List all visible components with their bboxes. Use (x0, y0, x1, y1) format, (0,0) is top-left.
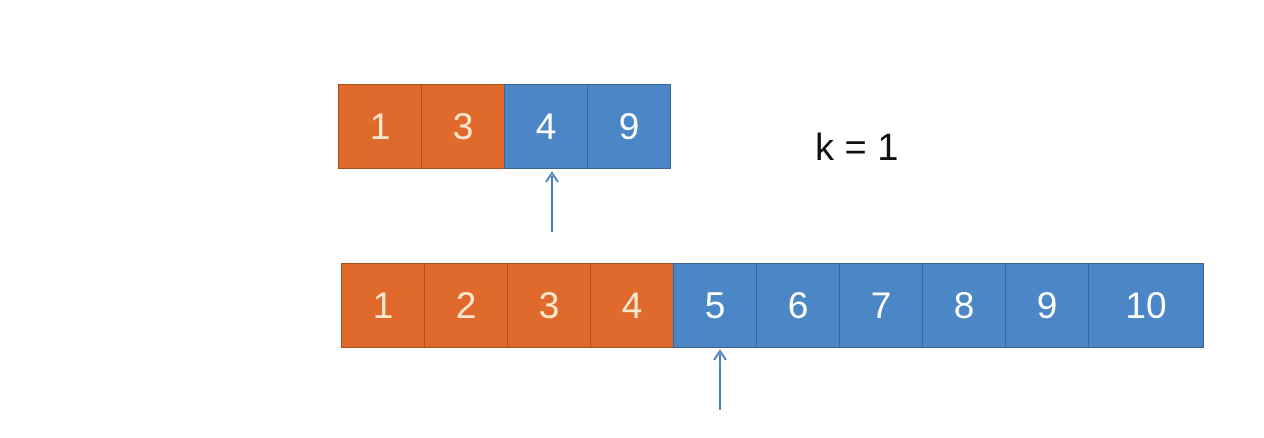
bottom-array-cell: 8 (922, 263, 1006, 348)
bottom-array-cell: 6 (756, 263, 840, 348)
bottom-array-cell: 5 (673, 263, 757, 348)
top-array-cell: 4 (504, 84, 588, 169)
top-pointer-arrow-icon (545, 171, 559, 232)
top-array-cell: 9 (587, 84, 671, 169)
bottom-array-cell: 1 (341, 263, 425, 348)
bottom-array-cell: 4 (590, 263, 674, 348)
bottom-array-cell: 9 (1005, 263, 1089, 348)
bottom-pointer-arrow-icon (713, 349, 727, 410)
bottom-array-cell: 7 (839, 263, 923, 348)
bottom-array-cell: 10 (1088, 263, 1204, 348)
top-array-cell: 3 (421, 84, 505, 169)
top-array: 1 3 4 9 (338, 84, 671, 169)
bottom-array-cell: 3 (507, 263, 591, 348)
top-array-cell: 1 (338, 84, 422, 169)
bottom-array-cell: 2 (424, 263, 508, 348)
bottom-array: 1 2 3 4 5 6 7 8 9 10 (341, 263, 1204, 348)
k-label: k = 1 (815, 127, 899, 169)
